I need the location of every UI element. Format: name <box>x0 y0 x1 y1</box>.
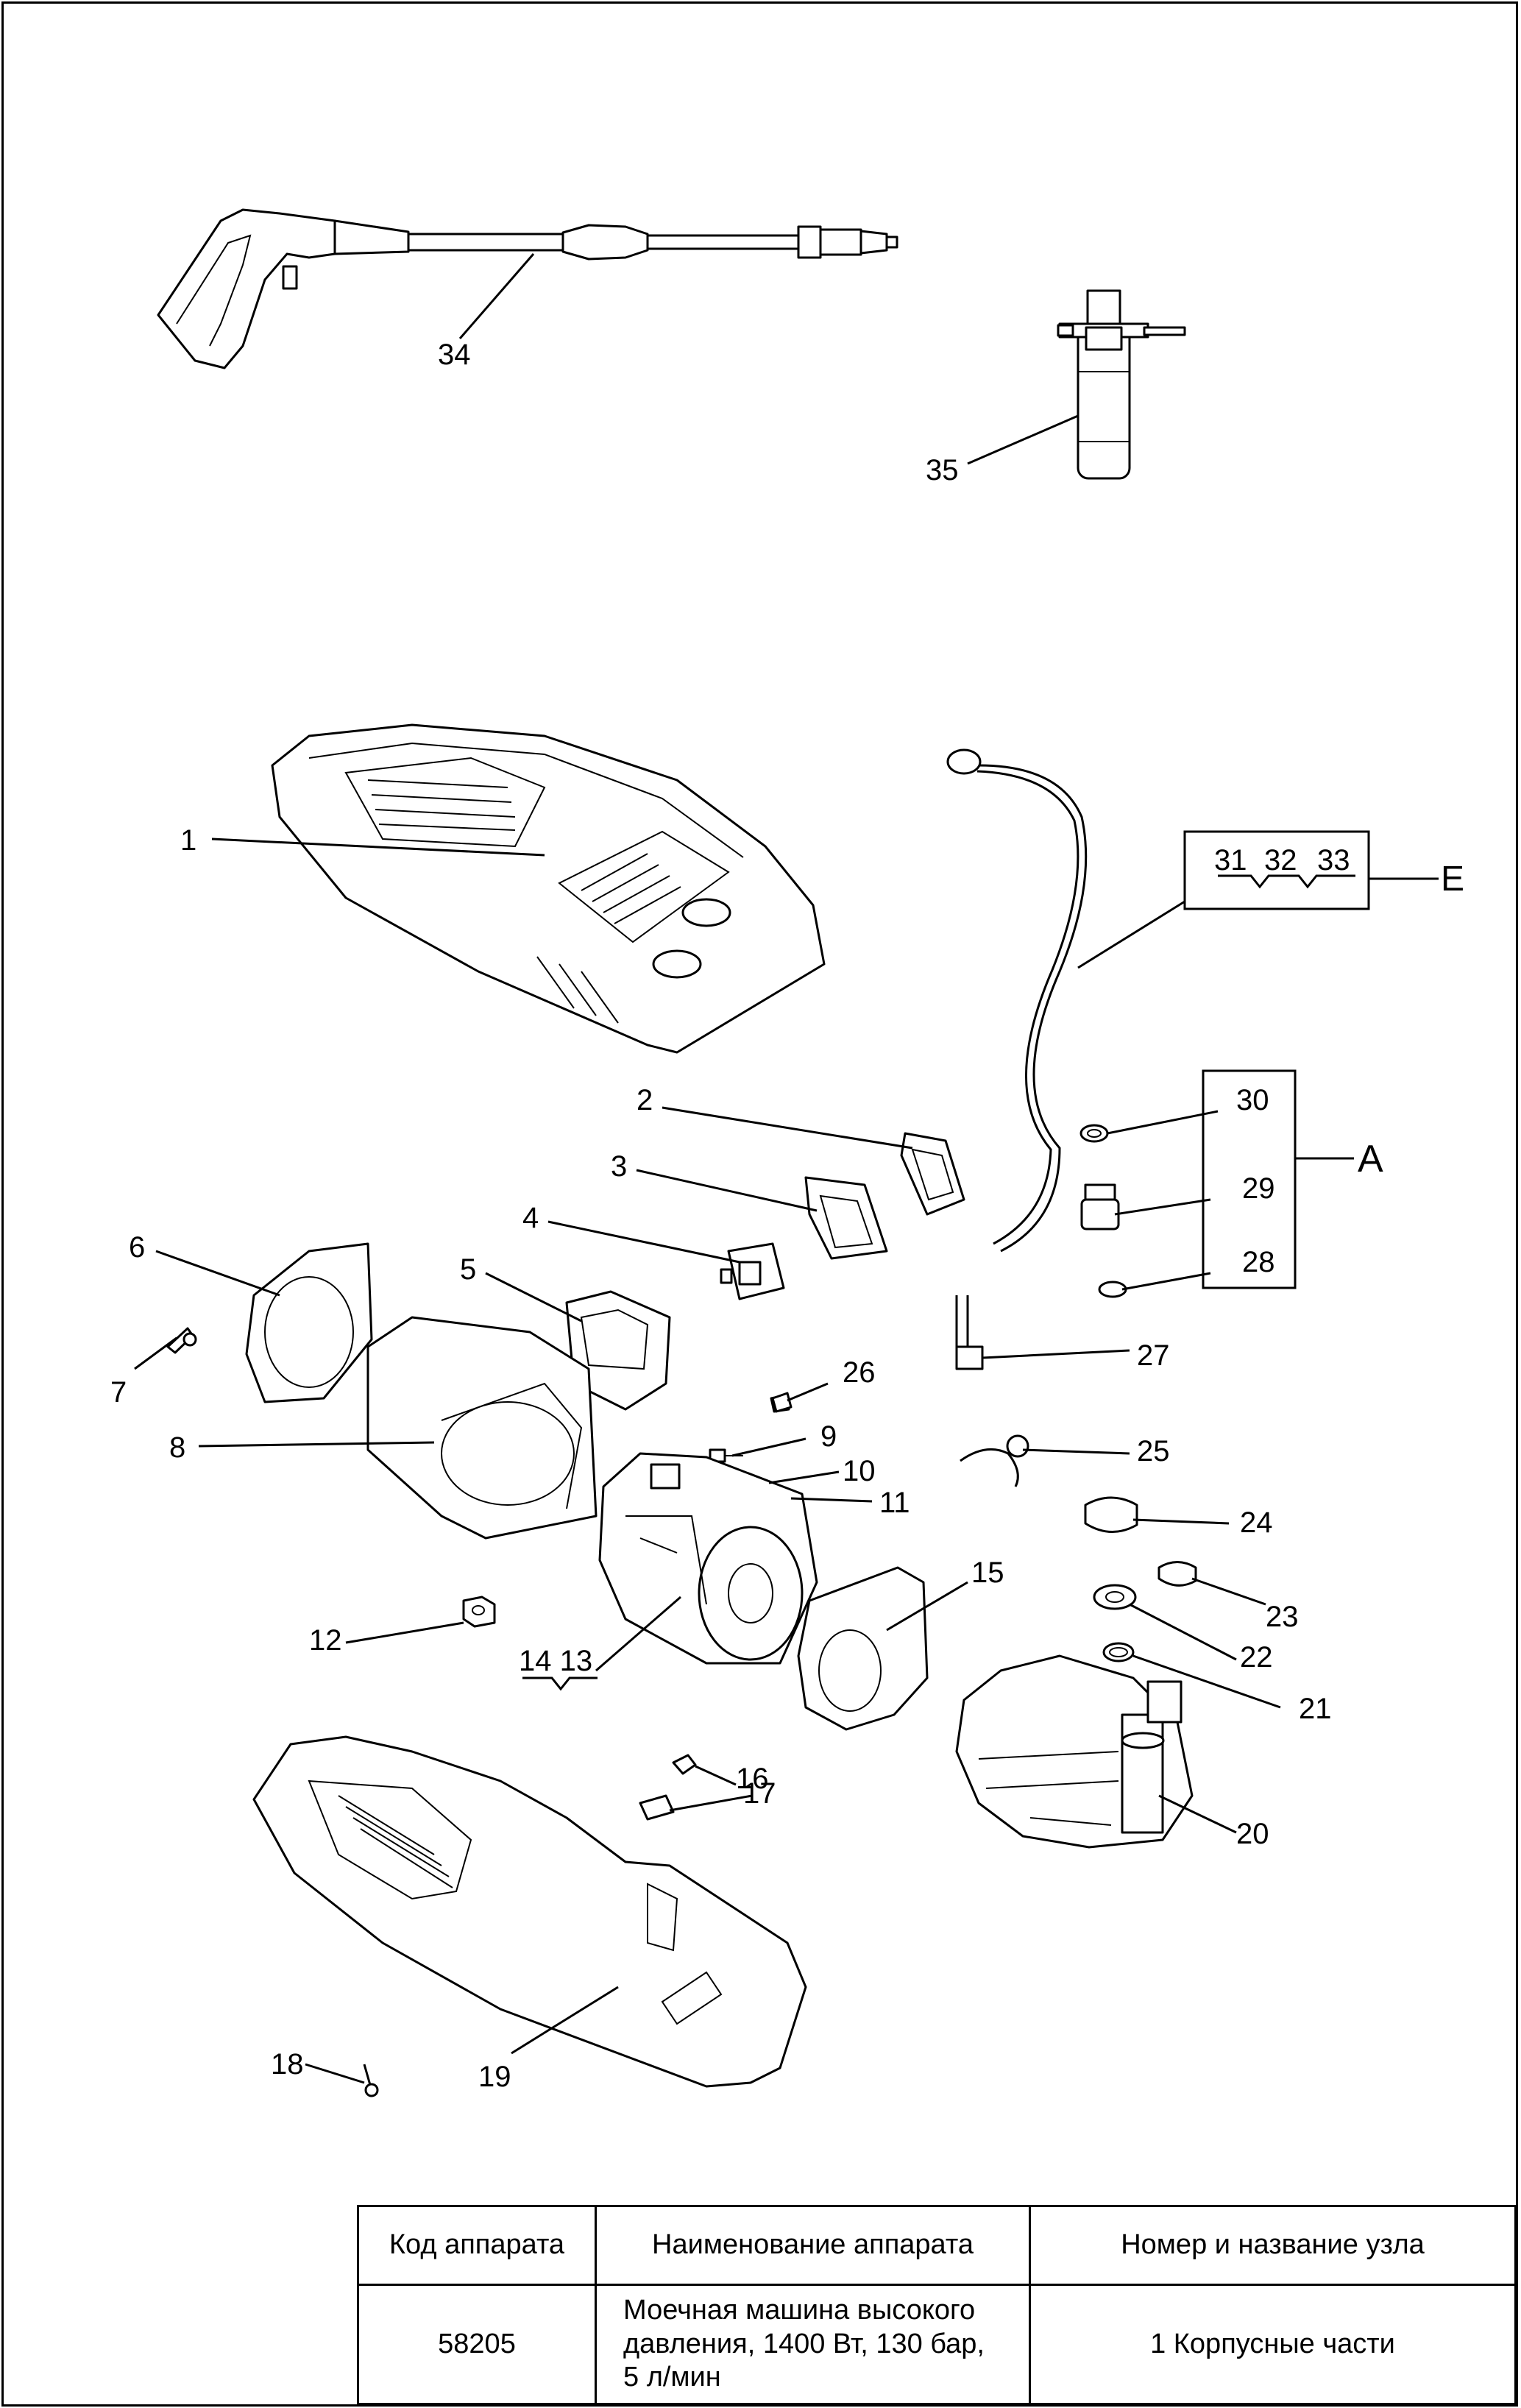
part-label-2: 2 <box>637 1084 653 1116</box>
pump-fittings-drawing <box>1084 1496 1197 1662</box>
motor-cover-drawing <box>245 1242 598 1540</box>
screw-drawing <box>166 1327 197 1354</box>
part-label-26: 26 <box>843 1356 876 1389</box>
group-a-box <box>1202 1069 1297 1289</box>
part-label-14-13: 14 13 <box>519 1645 592 1677</box>
part-label-1: 1 <box>180 824 196 857</box>
bottom-housing-drawing <box>252 1735 807 2088</box>
assembly-name: 1 Корпусные части <box>1029 2284 1517 2405</box>
exploded-parts-diagram: 1 2 3 4 5 6 7 8 9 10 11 12 14 13 15 16 1… <box>110 208 1464 2097</box>
part-label-31: 31 <box>1214 844 1247 877</box>
nut-drawing <box>462 1596 496 1628</box>
part-label-35: 35 <box>926 454 959 486</box>
part-label-30: 30 <box>1236 1084 1269 1116</box>
gasket-plate-drawing <box>797 1566 929 1731</box>
device-name-line-3: 5 л/мин <box>623 2362 721 2393</box>
filter-drawing <box>804 1132 965 1260</box>
part-label-8: 8 <box>169 1431 185 1464</box>
part-label-5: 5 <box>460 1253 476 1286</box>
part-label-15: 15 <box>971 1557 1004 1589</box>
part-label-23: 23 <box>1266 1601 1299 1633</box>
part-label-18: 18 <box>271 2048 304 2081</box>
part-label-7: 7 <box>110 1376 127 1409</box>
motor-drawing <box>598 1452 818 1665</box>
bottom-screw-drawing <box>363 2064 379 2097</box>
part-label-16: 16 <box>736 1763 769 1795</box>
power-cord-drawing <box>946 748 1088 1253</box>
part-label-11: 11 <box>879 1487 910 1519</box>
table-header-row: Код аппарата Наименование аппарата Номер… <box>357 2205 1517 2286</box>
part-label-12: 12 <box>309 1624 342 1657</box>
group-e-label: E <box>1441 860 1464 899</box>
device-code: 58205 <box>357 2284 597 2405</box>
header-device-name: Наименование аппарата <box>595 2205 1031 2286</box>
top-housing-drawing <box>271 723 826 1054</box>
part-label-3: 3 <box>611 1150 627 1183</box>
part-label-27: 27 <box>1137 1339 1170 1372</box>
part-label-32: 32 <box>1264 844 1297 877</box>
device-name: Моечная машина высокого давления, 1400 В… <box>595 2284 1031 2405</box>
group-a-label: A <box>1358 1138 1383 1180</box>
part-label-17: 17 <box>743 1777 776 1810</box>
part-number-labels: 1 2 3 4 5 6 7 8 9 10 11 12 14 13 15 16 1… <box>110 339 1464 2093</box>
device-name-line-2: давления, 1400 Вт, 130 бар, <box>623 2328 985 2359</box>
part-label-28: 28 <box>1242 1246 1275 1278</box>
part-label-33: 33 <box>1317 844 1350 877</box>
part-label-34: 34 <box>438 339 471 371</box>
part-label-20: 20 <box>1236 1818 1269 1850</box>
part-label-19: 19 <box>478 2061 511 2093</box>
part-label-22: 22 <box>1240 1641 1273 1674</box>
pump-drawing <box>955 1654 1194 1849</box>
hose-connector-drawing <box>1079 1124 1127 1298</box>
part-label-10: 10 <box>843 1455 876 1487</box>
foam-bottle-drawing <box>1057 289 1186 480</box>
wiring-drawing <box>771 1295 1029 1487</box>
part-label-21: 21 <box>1299 1693 1332 1725</box>
header-device-code: Код аппарата <box>357 2205 597 2286</box>
header-assembly: Номер и название узла <box>1029 2205 1517 2286</box>
leader-lines <box>134 253 1281 2084</box>
group-e-box <box>1183 830 1370 910</box>
part-label-6: 6 <box>129 1231 145 1264</box>
parts-info-table: Код аппарата Наименование аппарата Номер… <box>357 2205 1517 2405</box>
device-name-line-1: Моечная машина высокого <box>623 2295 976 2326</box>
clip-drawing <box>639 1754 697 1821</box>
part-label-9: 9 <box>820 1420 837 1453</box>
spray-gun-lance-drawing <box>157 208 898 369</box>
part-label-29: 29 <box>1242 1172 1275 1205</box>
part-label-4: 4 <box>522 1202 539 1234</box>
part-label-24: 24 <box>1240 1506 1273 1539</box>
part-label-25: 25 <box>1137 1435 1170 1467</box>
table-row: 58205 Моечная машина высокого давления, … <box>357 2284 1517 2405</box>
switch-drawing <box>720 1242 785 1300</box>
